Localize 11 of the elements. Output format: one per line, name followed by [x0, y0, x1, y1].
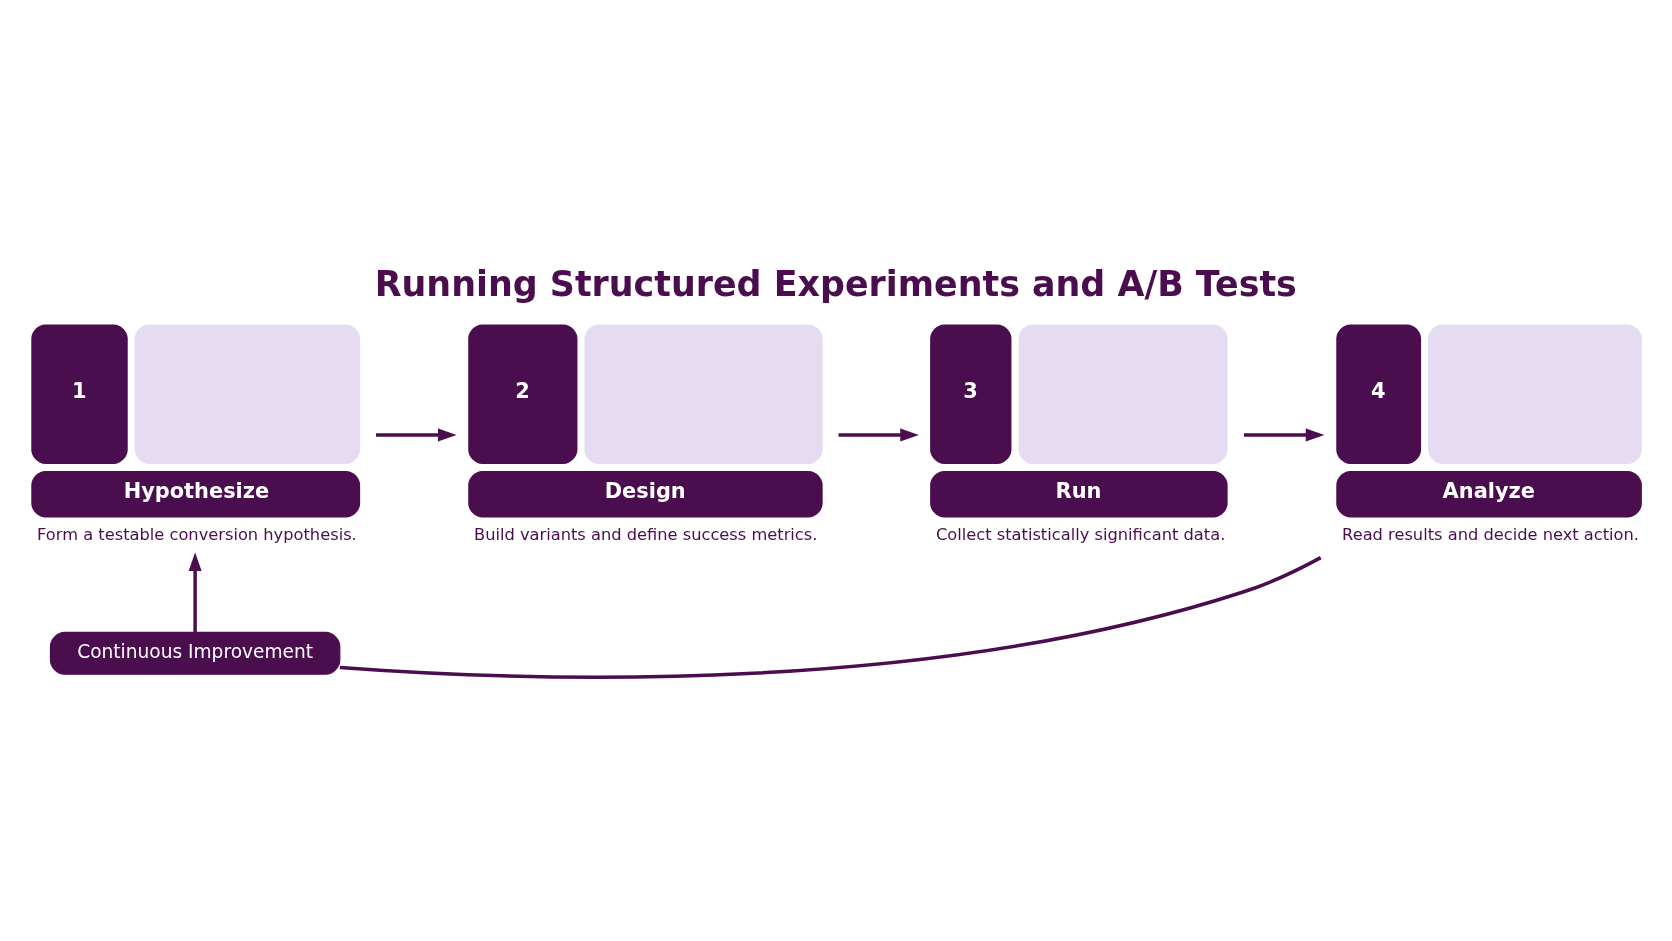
arrow [376, 427, 457, 441]
node-box: Continuous Improvement [49, 631, 341, 675]
arrow [1243, 427, 1325, 441]
arrow [188, 551, 202, 632]
node-label: Collect statistically significant data. [935, 524, 1226, 544]
node-label: Build variants and define success metrics. [474, 524, 818, 544]
node-label: Form a testable conversion hypothesis. [37, 524, 357, 544]
node-label: Read results and decide next action. [1342, 524, 1640, 544]
connector [339, 555, 1322, 679]
diagram-title: Running Structured Experiments and A/B Tests [374, 263, 1297, 304]
arrow [838, 427, 919, 441]
